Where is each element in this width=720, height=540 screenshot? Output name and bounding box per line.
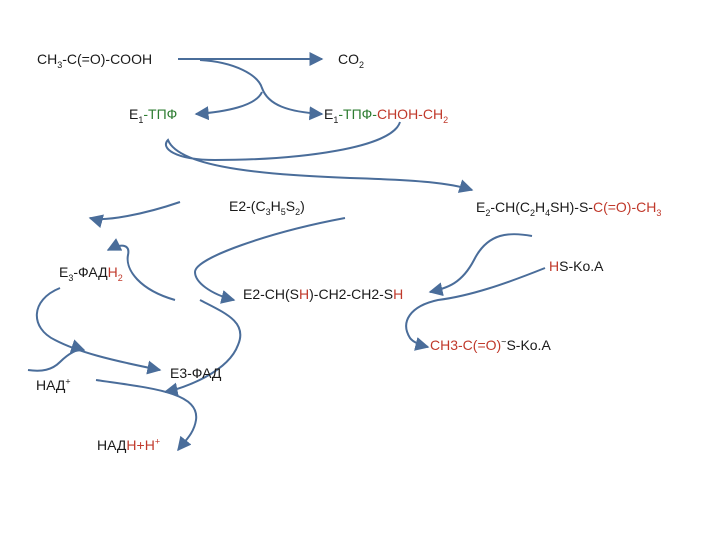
nad-sup: +	[65, 376, 71, 387]
acetyl-coa-label: CH3-C(=O)~S-Ko.A	[430, 337, 551, 353]
nadh-label: НАДH+H+	[97, 437, 160, 453]
pyruvate-sub: 3	[57, 59, 63, 70]
nadh-part: НАД	[97, 437, 127, 453]
arrow-fad-left-loop	[106, 238, 176, 301]
e1-tpp-choh-label: E1-ТПФ-CHOH-CH2	[324, 106, 449, 125]
e3-fad-part: E3-ФАД	[170, 365, 222, 381]
e2-lipoate-part: )	[300, 198, 305, 214]
e2-dihydro-label: E2-CH(SH)-CH2-CH2-SH	[243, 286, 403, 302]
e1-tpp-choh-part: CHOH-CH	[376, 106, 444, 122]
arrow-e1-to-e2-acetyl	[165, 121, 474, 193]
e2-lipoate-part: S	[285, 198, 296, 214]
e1-tpp-choh-sub: 2	[443, 114, 449, 125]
e1-tpp-label: E1-ТПФ	[129, 106, 178, 125]
arrow-pyruvate-to-e1-complex	[199, 59, 324, 121]
e1-tpp-choh-part: E	[324, 106, 334, 122]
arrow-nad-to-nadh	[95, 379, 198, 452]
e2-acetyl-sub: 2	[530, 207, 536, 218]
hs-coa-part: S-Ko.A	[559, 258, 604, 274]
e2-dihydro-part: )-CH2-CH2-S	[309, 286, 394, 302]
e1-tpp-part: -ТПФ	[143, 106, 178, 122]
nad-label: НАД+	[36, 377, 71, 393]
e3-fadh2-part: -ФАД	[73, 264, 108, 280]
hs-coa-part: H	[549, 258, 560, 274]
nadh-part: H+H	[126, 437, 155, 453]
arrow-hs-coa-to-acetyl-coa	[405, 267, 546, 351]
arrow-fadh2-curve	[35, 287, 162, 375]
e2-acetyl-sub: 4	[545, 207, 551, 218]
e2-lipoate-label: E2-(C3H5S2)	[229, 198, 305, 217]
e2-acetyl-part: C(=O)-CH	[592, 199, 657, 215]
e2-dihydro-part: E2-CH(S	[243, 286, 300, 302]
e2-lipoate-part: E2-(C	[229, 198, 266, 214]
e2-acetyl-part: E	[476, 199, 486, 215]
e3-fad-label: E3-ФАД	[170, 365, 221, 381]
acetyl-coa-part: S-Ko.A	[506, 337, 551, 353]
e2-acetyl-part: SH)-S-	[550, 199, 593, 215]
e3-fadh2-part: H	[107, 264, 118, 280]
arrow-e3-lower-loop	[163, 299, 242, 397]
acetyl-coa-part: CH3-C(=O)	[430, 337, 502, 353]
arrow-e2-to-dihydro	[193, 217, 346, 304]
co2-sub: 2	[359, 59, 365, 70]
pyruvate-part: -C(=O)-COOH	[62, 51, 153, 67]
e3-fadh2-part: E	[59, 264, 69, 280]
e1-tpp-sub: 1	[138, 114, 144, 125]
e2-acetyl-part: H	[535, 199, 546, 215]
pyruvate-label: CH3-C(=O)-COOH	[37, 51, 153, 70]
e2-acetyl-label: E2-CH(C2H4SH)-S-C(=O)-CH3	[476, 199, 662, 218]
e2-dihydro-part: H	[299, 286, 310, 302]
co2-part: CO	[338, 51, 359, 67]
e1-tpp-choh-sub: 1	[333, 114, 339, 125]
e1-tpp-part: E	[129, 106, 139, 122]
e2-lipoate-part: H	[270, 198, 281, 214]
co2-label: CO2	[338, 51, 365, 70]
hs-coa-label: HS-Ko.A	[549, 258, 603, 274]
arrow-dihydro-to-hs-coa	[428, 233, 533, 297]
arrow-lipoate-to-dihydro	[88, 201, 181, 228]
nad-part: НАД	[36, 377, 66, 393]
e2-acetyl-part: -CH(C	[490, 199, 531, 215]
e2-lipoate-sub: 3	[265, 206, 271, 217]
e1-tpp-choh-part: -ТПФ-	[338, 106, 377, 122]
e2-dihydro-part: H	[393, 286, 404, 302]
e2-acetyl-sub: 3	[656, 207, 662, 218]
e2-lipoate-sub: 5	[280, 206, 286, 217]
e2-acetyl-sub: 2	[485, 207, 491, 218]
arrow-e1-regenerated	[194, 91, 263, 121]
e3-fadh2-sub: 3	[68, 272, 74, 283]
e3-fadh2-sub: 2	[117, 272, 123, 283]
nadh-sup: +	[154, 436, 161, 447]
e2-lipoate-sub: 2	[295, 206, 301, 217]
arrow-nad-loop	[27, 339, 86, 372]
acetyl-coa-bond: ~	[501, 336, 507, 347]
e3-fadh2-label: E3-ФАДH2	[59, 264, 123, 283]
pyruvate-part: CH	[37, 51, 58, 67]
